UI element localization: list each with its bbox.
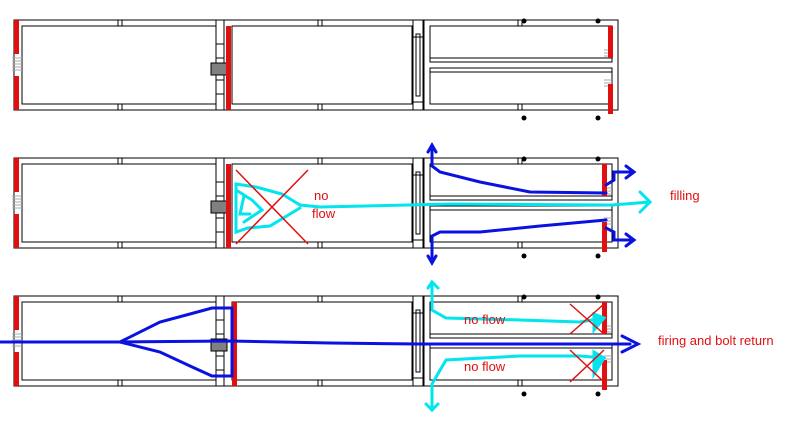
no-flow-bottom-label: no flow <box>464 359 506 374</box>
left-valve-bottom <box>14 76 19 110</box>
no-flow-cross-top <box>569 303 605 335</box>
firing-air-flow <box>0 306 642 378</box>
filling-label: filling <box>670 188 700 203</box>
no-flow-mid-label-1: no <box>314 188 328 203</box>
diagram-filling <box>11 156 619 259</box>
filling-water-flow <box>234 182 653 235</box>
no-flow-mid-label-2: flow <box>312 206 336 221</box>
no-flow-top-label: no flow <box>464 312 506 327</box>
filling-air-flow <box>426 141 637 267</box>
diagram-idle <box>11 18 619 121</box>
right-valve-bottom <box>608 84 613 114</box>
left-valve-top <box>14 20 19 54</box>
firing-label: firing and bolt return <box>658 333 774 348</box>
no-flow-cross-mid <box>235 169 309 245</box>
right-valve-top <box>608 26 613 58</box>
mid-valve <box>226 26 231 110</box>
no-flow-cross-bottom <box>569 349 605 383</box>
firing-water-flow <box>424 279 607 413</box>
